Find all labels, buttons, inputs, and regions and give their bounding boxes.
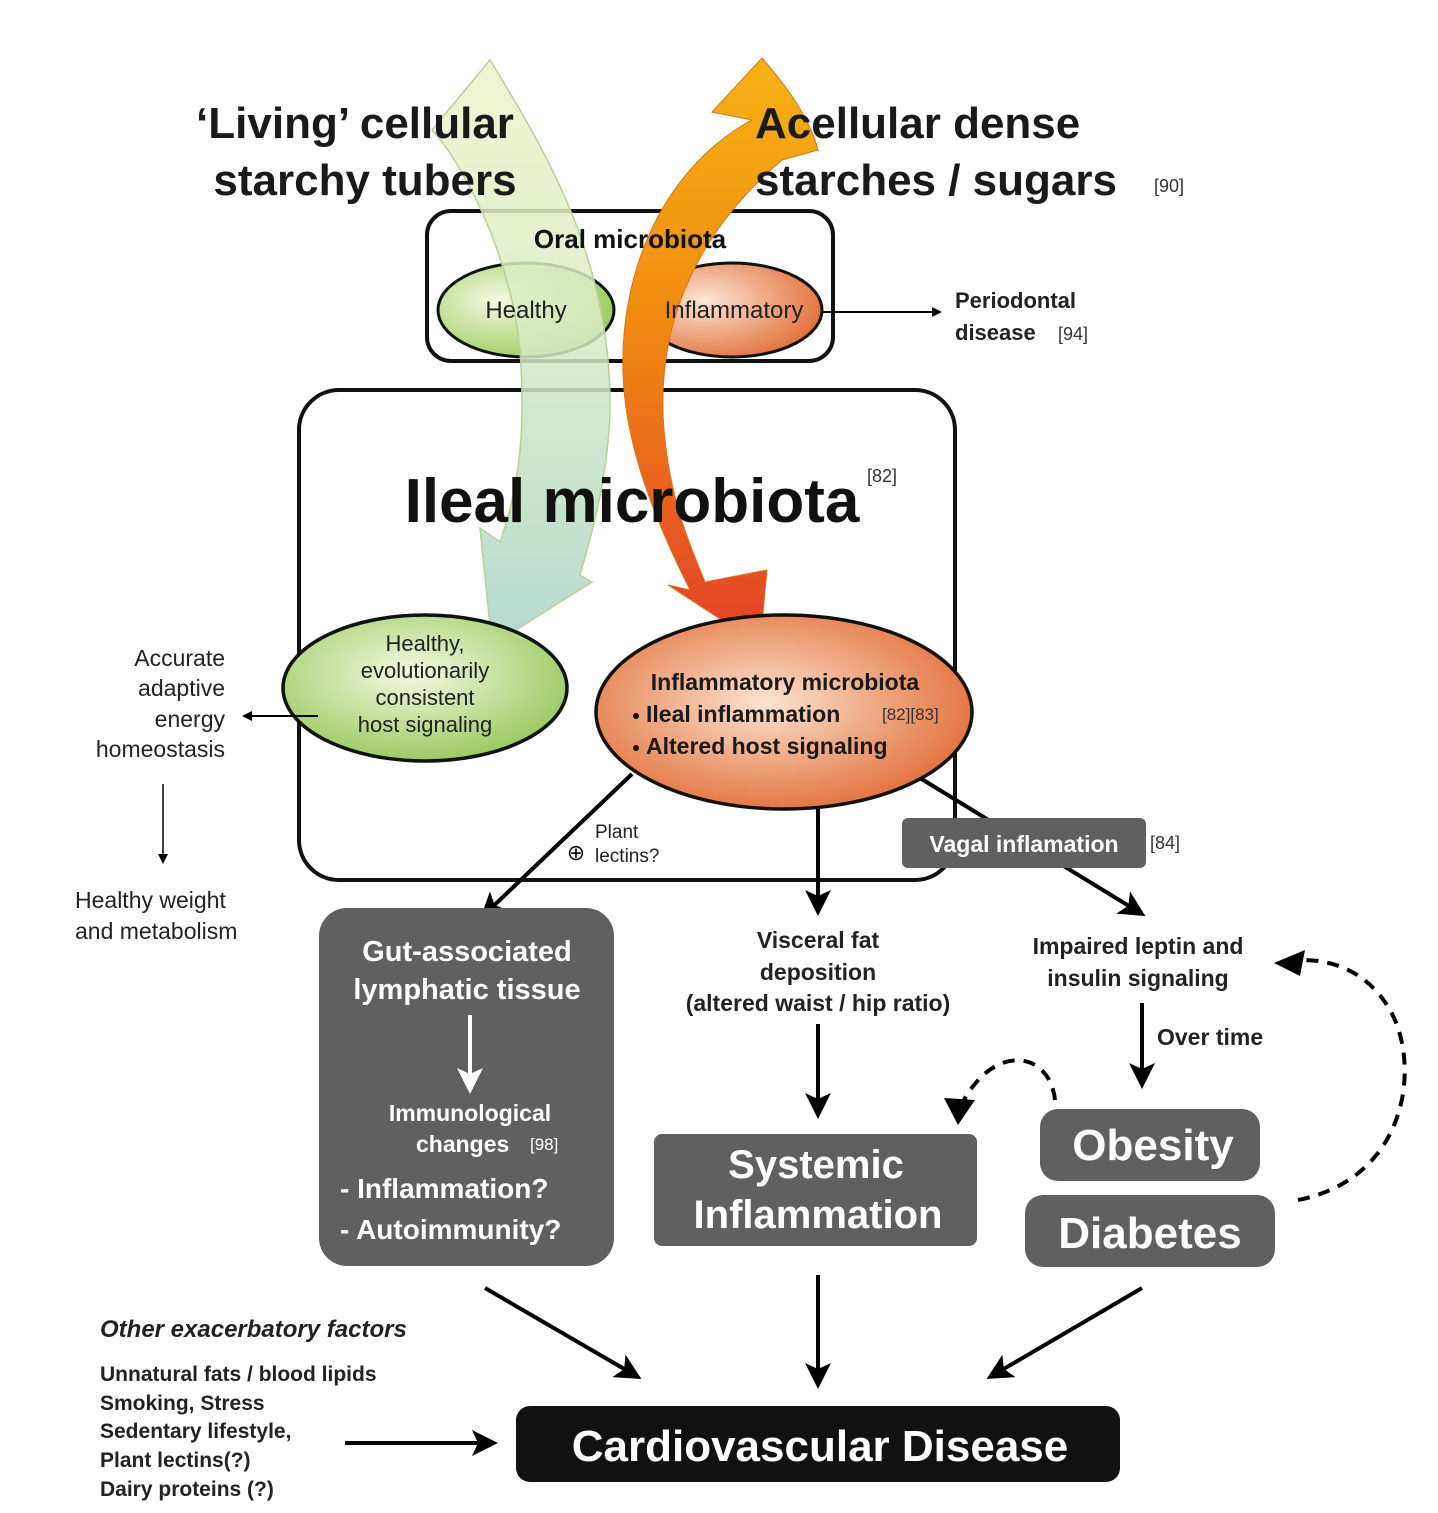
systemic-inflammation-box <box>654 1134 977 1246</box>
left-source-line1: ‘Living’ cellular <box>196 99 514 148</box>
to-galt-arrow <box>480 772 634 919</box>
arrowhead-icon <box>944 1098 975 1125</box>
leptin-line2: insulin signaling <box>1047 965 1228 991</box>
visceral-line1: Visceral fat <box>757 927 880 953</box>
ileal-healthy-ellipse <box>281 613 569 763</box>
oral-healthy-label: Healthy <box>485 297 566 324</box>
homeostasis-line3: energy <box>155 706 226 732</box>
other-factor-2: Smoking, Stress <box>100 1392 265 1415</box>
ileal-healthy-line2: evolutionarily <box>361 658 489 683</box>
periodontal-label-line1: Periodontal <box>955 288 1076 313</box>
ileal-inflammatory-ellipse <box>594 613 974 811</box>
galt-line2: lymphatic tissue <box>353 974 580 1006</box>
periodontal-label-line2: disease <box>955 320 1036 345</box>
ileal-microbiota-title: Ileal microbiota <box>405 467 860 536</box>
other-factor-3: Sedentary lifestyle, <box>100 1420 291 1443</box>
over-time-label: Over time <box>1157 1024 1263 1050</box>
ileal-microbiota-ref: [82] <box>867 466 897 486</box>
right-source-line1: Acellular dense <box>755 99 1080 148</box>
altered-host-signaling-bullet: Altered host signaling <box>646 733 888 759</box>
ileal-inflammatory-title: Inflammatory microbiota <box>651 669 920 695</box>
immunological-ref: [98] <box>530 1135 558 1154</box>
obesity-label: Obesity <box>1072 1121 1234 1170</box>
other-factors-title: Other exacerbatory factors <box>100 1316 407 1343</box>
right-source-ref: [90] <box>1154 176 1184 196</box>
other-factor-4: Plant lectins(?) <box>100 1449 251 1472</box>
diabetes-to-cvd-arrow <box>986 1286 1144 1380</box>
periodontal-ref: [94] <box>1058 324 1088 344</box>
galt-inflammation-item: - Inflammation? <box>340 1173 548 1204</box>
arrowhead-icon <box>1274 950 1305 976</box>
vagal-inflammation-ref: [84] <box>1150 833 1180 853</box>
bullet-icon <box>633 745 639 751</box>
galt-to-cvd-arrow <box>483 1286 642 1380</box>
galt-autoimmunity-item: - Autoimmunity? <box>340 1214 561 1245</box>
immunological-line1: Immunological <box>389 1100 551 1126</box>
healthy-weight-line1: Healthy weight <box>75 887 226 913</box>
obesity-feedback-dashed <box>956 1058 1057 1113</box>
right-source-line2: starches / sugars <box>755 156 1117 205</box>
systemic-line1: Systemic <box>728 1143 904 1187</box>
ileal-inflammation-bullet: Ileal inflammation <box>646 701 840 727</box>
left-source-line2: starchy tubers <box>213 156 516 205</box>
plant-lectins-line1: Plant <box>595 822 639 843</box>
other-factor-5: Dairy proteins (?) <box>100 1478 274 1501</box>
homeostasis-line2: adaptive <box>138 675 225 701</box>
diabetes-box <box>1025 1195 1275 1267</box>
bullet-icon <box>633 713 639 719</box>
vagal-inflammation-box <box>902 818 1146 868</box>
immunological-line2: changes <box>416 1131 509 1157</box>
homeostasis-line1: Accurate <box>134 645 225 671</box>
ileal-inflammation-ref: [82][83] <box>882 705 939 724</box>
leptin-line1: Impaired leptin and <box>1033 933 1244 959</box>
diabetes-label: Diabetes <box>1058 1209 1241 1258</box>
healthy-flow-arrow <box>431 58 611 647</box>
visceral-line2: deposition <box>760 959 876 985</box>
cvd-label: Cardiovascular Disease <box>572 1422 1069 1471</box>
galt-line1: Gut-associated <box>362 936 572 968</box>
plant-lectins-line2: lectins? <box>595 846 659 867</box>
other-factor-1: Unnatural fats / blood lipids <box>100 1363 377 1386</box>
inflammatory-flow-arrow <box>622 57 819 646</box>
obesity-box <box>1040 1109 1260 1181</box>
ileal-healthy-line1: Healthy, <box>385 631 464 656</box>
oral-microbiota-title: Oral microbiota <box>534 224 727 254</box>
oral-inflammatory-label: Inflammatory <box>665 297 804 324</box>
diabetes-feedback-dashed <box>1281 958 1407 1202</box>
healthy-weight-line2: and metabolism <box>75 918 237 944</box>
systemic-line2: Inflammation <box>694 1193 943 1237</box>
ileal-healthy-line4: host signaling <box>358 712 493 737</box>
ileal-healthy-line3: consistent <box>375 685 474 710</box>
plus-circle-icon: ⊕ <box>567 840 585 865</box>
homeostasis-line4: homeostasis <box>96 736 225 762</box>
visceral-line3: (altered waist / hip ratio) <box>686 990 951 1016</box>
vagal-inflammation-label: Vagal inflamation <box>929 831 1118 857</box>
cvd-box <box>516 1406 1120 1482</box>
